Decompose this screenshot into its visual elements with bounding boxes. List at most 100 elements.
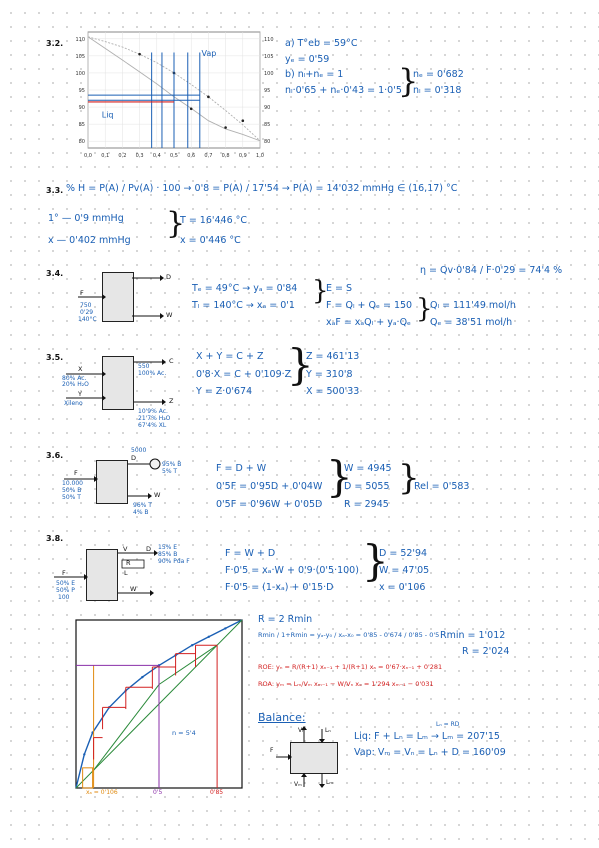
y-tick-label: 110 (75, 37, 85, 43)
brace: } (287, 340, 314, 389)
vap-region-label: Vap (202, 49, 217, 58)
eq-e-s: E = S (326, 283, 353, 294)
result-r: R = 2945 (344, 499, 389, 510)
mccabe-thiele-chart (75, 619, 243, 789)
result-x: x = 0'446 °C (180, 235, 241, 246)
x-tick-label: 0,7 (204, 153, 212, 159)
problem-number-3-3: 3.3. (46, 186, 64, 195)
x-085-label: 0'85 (210, 789, 224, 796)
bottoms-stage (82, 767, 94, 789)
eq-xylene: Y = Z·0'674 (196, 386, 253, 397)
result-nl: nₗ = 0'318 (413, 85, 462, 96)
d-note: 95% B (162, 461, 182, 468)
brace: } (362, 536, 389, 585)
answer-teb: a) T°eb = 59°C (285, 38, 358, 49)
rmin-equation: Rmin / 1+Rmin = yₐ-y₀ / xₐ-x₀ = 0'85 - 0… (258, 631, 440, 639)
stages-label: n = 5'4 (172, 729, 196, 737)
stream-d-label: D (131, 454, 137, 462)
eq-benzene: 0'5F = 0'95D + 0'04W (216, 481, 323, 492)
eq-comp2: F·0'5 = (1-xₐ) + 0'15·D (225, 582, 334, 593)
problem-number-3-6: 3.6. (46, 451, 64, 460)
eq-global: F = W + D (225, 548, 276, 559)
f-note: 50% P (56, 587, 75, 594)
flash-drum (102, 272, 134, 322)
stream-w-label: W (130, 585, 137, 593)
vap-balance: Vap: Vₘ = Vₙ = Lₙ + D = 160'09 (354, 747, 506, 758)
r-rmin: R = 2 Rmin (258, 614, 313, 625)
equilibrium-point (224, 627, 227, 630)
stream-y-label: Y (78, 390, 82, 398)
column-arrows (54, 550, 158, 596)
stream-l-label: L (124, 569, 128, 577)
liq-balance: Liq: F + Lₙ = Lₘ → Lₘ = 207'15 (354, 731, 500, 742)
interp-line-1: 1° — 0'9 mmHg (48, 213, 124, 224)
rmin-result: Rmin = 1'012 (440, 630, 506, 641)
x-note: 20% H₂O (62, 381, 89, 388)
w-note: 4% B (133, 509, 149, 516)
z-note: 21'7% H₂O (138, 415, 171, 422)
brace: } (416, 294, 433, 324)
humidity-equation: % H = P(A) / Pv(A) · 100 → 0'8 = P(A) / … (66, 183, 458, 194)
stream-x-label: X (78, 365, 83, 373)
balance-vn: Vₙ (298, 727, 305, 734)
result-x: x = 0'106 (379, 582, 426, 593)
f-note: 50% E (56, 580, 76, 587)
eq-global: F = D + W (216, 463, 267, 474)
x-note: 80% Ac. (62, 375, 87, 382)
answer-yv: yₑ = 0'59 (285, 54, 330, 65)
z-note: 67'4% XL (138, 422, 167, 429)
x-tick-label: 0,9 (239, 153, 247, 159)
liq-annotation: Lₙ = RD (436, 721, 460, 728)
efficiency: η = Qv·0'84 / F·0'29 = 74'4 % (420, 265, 563, 276)
x-tick-label: 0,1 (101, 153, 109, 159)
d-note: 5000 (131, 447, 147, 454)
balance-title: Balance: (258, 711, 306, 724)
liq-region-label: Liq (102, 110, 114, 119)
stream-f-label: F (80, 289, 84, 297)
x-05-label: 0'5 (153, 789, 163, 796)
x-tick-label: 0,5 (170, 153, 178, 159)
balance-ln: Lₙ (325, 727, 331, 734)
eq-component: xₐF = xₐQₗ + yₐ·Qₑ (326, 317, 412, 328)
x-tick-label: 0,4 (153, 153, 161, 159)
brace: } (312, 276, 329, 306)
y-tick-label: 90 (79, 105, 85, 111)
y-tick-label: 95 (79, 88, 85, 94)
equilibrium-point (191, 644, 194, 647)
y-tick-label: 105 (75, 54, 85, 60)
flash-arrows (78, 275, 164, 319)
answer-component-balance: nₗ·0'65 + nₑ·0'43 = 1·0'5 (285, 85, 402, 96)
brace: } (326, 452, 353, 501)
data-point (207, 95, 210, 99)
interp-line-2: x — 0'402 mmHg (48, 235, 131, 246)
result-w: W = 4945 (344, 463, 392, 474)
stream-f-label: F (74, 469, 78, 477)
y-tick-label-right: 105 (264, 54, 274, 60)
dew-curve (87, 36, 261, 142)
stream-w-label: W (154, 491, 161, 499)
brace: } (398, 458, 420, 498)
brace: } (166, 206, 186, 241)
f-note: 100 (58, 594, 70, 601)
problem-number-3-2: 3.2. (46, 39, 64, 48)
xw-label: xₐ = 0'106 (86, 789, 118, 796)
y-tick-label-right: 95 (264, 88, 270, 94)
result-qv: Qₑ = 38'51 mol/h (430, 317, 513, 328)
result-d: D = 5055 (344, 481, 390, 492)
stream-w-label: W (166, 311, 173, 319)
y-tick-label-right: 85 (264, 122, 270, 128)
problem-number-3-8: 3.8. (46, 534, 64, 543)
equilibrium-point (83, 753, 86, 756)
equilibrium-curve (75, 619, 243, 789)
x-tick-label: 0,6 (187, 153, 195, 159)
equilibrium-point (207, 635, 210, 638)
x-tick-label: 0,0 (84, 153, 92, 159)
y-tick-label-right: 80 (264, 139, 270, 145)
eq-tl: Tₗ = 140°C → xₐ = 0'1 (192, 300, 295, 311)
c-note: 100% Ac. (138, 370, 167, 377)
x-tick-label: 0,2 (118, 153, 126, 159)
f-note: 50% T (62, 494, 81, 501)
y-tick-label: 100 (75, 71, 85, 77)
feed-note: 0'29 (80, 309, 94, 316)
